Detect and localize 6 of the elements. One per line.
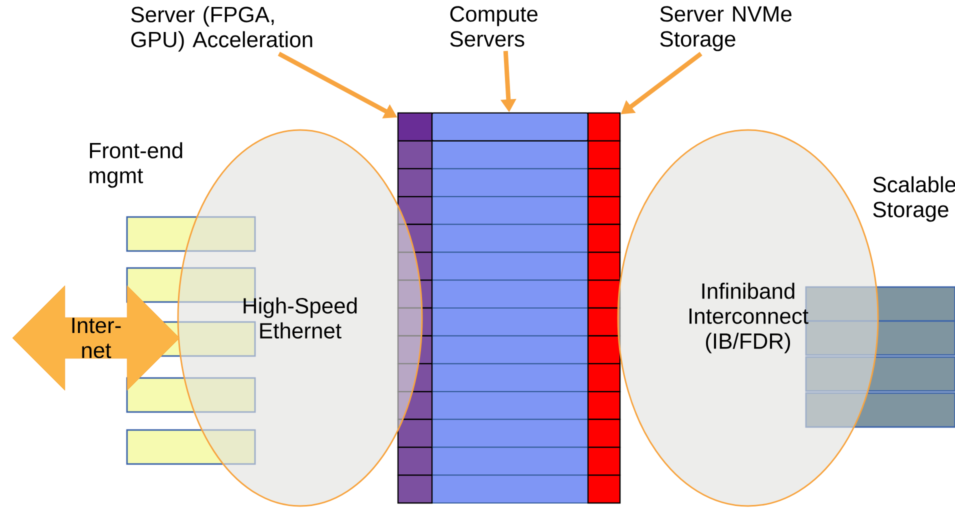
callout-text: Server (FPGA, GPU) Acceleration [131,6,312,52]
storage-box [587,112,621,142]
callout-text: Compute Servers [450,6,538,47]
server-bar [431,112,589,142]
accelerator-box [397,112,433,142]
callout-text: Server NVMe Storage [660,6,792,52]
